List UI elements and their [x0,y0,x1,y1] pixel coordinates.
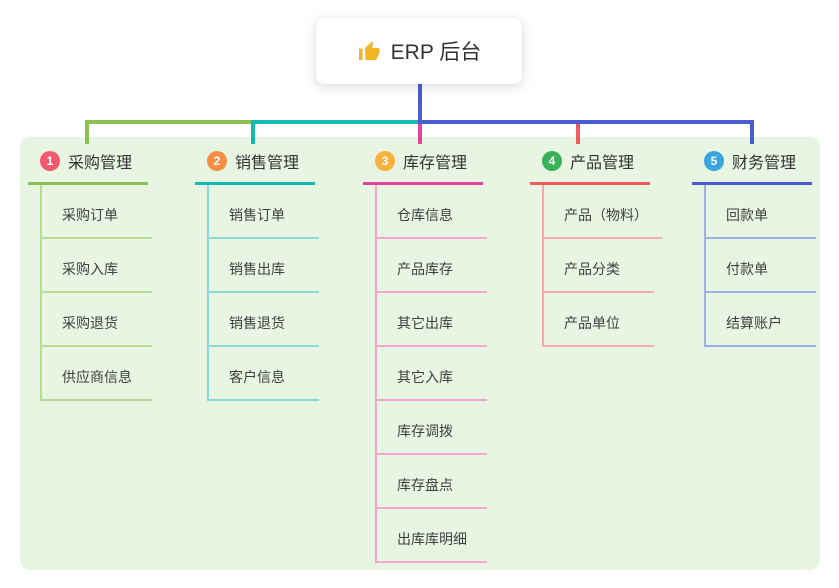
branch-header[interactable]: 1 采购管理 [28,137,148,185]
child-node-label: 供应商信息 [62,369,132,385]
connector-drop-branch-4 [576,120,580,144]
child-node-label: 产品分类 [564,261,620,277]
branch-header[interactable]: 5 财务管理 [692,137,812,185]
child-node-label: 销售订单 [229,207,285,223]
connector-spine-segment-3 [418,120,754,124]
child-node[interactable]: 采购退货 [42,293,152,347]
branch-label: 产品管理 [570,155,635,172]
child-node-label: 出库库明细 [397,531,467,547]
child-node-label: 采购退货 [62,315,118,331]
child-node[interactable]: 出库库明细 [377,509,487,563]
child-node-label: 客户信息 [229,369,285,385]
child-node[interactable]: 销售退货 [209,293,319,347]
child-node-label: 销售出库 [229,261,285,277]
child-node-label: 库存盘点 [397,477,453,493]
child-node[interactable]: 供应商信息 [42,347,152,401]
branch-children: 销售订单销售出库销售退货客户信息 [207,185,319,401]
child-node[interactable]: 结算账户 [706,293,816,347]
connector-root-vertical [418,84,422,122]
branch: 1 采购管理 采购订单采购入库采购退货供应商信息 [28,137,152,401]
child-node[interactable]: 其它出库 [377,293,487,347]
branch-number-badge: 1 [40,151,60,171]
child-node[interactable]: 产品库存 [377,239,487,293]
branch: 2 销售管理 销售订单销售出库销售退货客户信息 [195,137,319,401]
child-node-label: 库存调拨 [397,423,453,439]
branch-label: 库存管理 [403,155,468,172]
child-node-label: 结算账户 [726,315,782,331]
child-node-label: 销售退货 [229,315,285,331]
thumbs-up-icon [358,41,380,60]
child-node[interactable]: 仓库信息 [377,185,487,239]
branch-number-badge: 5 [704,151,724,171]
branch-children: 回款单付款单结算账户 [704,185,816,347]
branch: 4 产品管理 产品（物料） 产品分类产品单位 [530,137,662,347]
root-node[interactable]: ERP 后台 [316,18,522,84]
child-node-label: 产品（物料） [564,207,648,223]
child-node[interactable]: 产品分类 [544,239,654,293]
child-node-label: 采购入库 [62,261,118,277]
child-node[interactable]: 采购订单 [42,185,152,239]
child-node[interactable]: 付款单 [706,239,816,293]
connector-drop-branch-5 [750,120,754,144]
branch-number-badge: 2 [207,151,227,171]
branch-number-badge: 3 [375,151,395,171]
child-node-label: 其它出库 [397,315,453,331]
branch-children: 仓库信息产品库存其它出库其它入库库存调拨库存盘点出库库明细 [375,185,487,563]
branch-label: 销售管理 [235,155,300,172]
child-node-label: 付款单 [726,261,768,277]
branch-children: 采购订单采购入库采购退货供应商信息 [40,185,152,401]
child-node-label: 其它入库 [397,369,453,385]
child-node[interactable]: 采购入库 [42,239,152,293]
child-node[interactable]: 库存盘点 [377,455,487,509]
connector-drop-branch-2 [251,120,255,144]
child-node-label: 产品库存 [397,261,453,277]
child-node[interactable]: 其它入库 [377,347,487,401]
branch: 3 库存管理 仓库信息产品库存其它出库其它入库库存调拨库存盘点出库库明细 [363,137,487,563]
branch-header[interactable]: 2 销售管理 [195,137,315,185]
child-node-label: 产品单位 [564,315,620,331]
child-node[interactable]: 销售出库 [209,239,319,293]
connector-spine-segment-1 [85,120,255,124]
child-node[interactable]: 销售订单 [209,185,319,239]
child-node-label: 回款单 [726,207,768,223]
child-node-label: 采购订单 [62,207,118,223]
child-node[interactable]: 回款单 [706,185,816,239]
branch-header[interactable]: 3 库存管理 [363,137,483,185]
branch-number-badge: 4 [542,151,562,171]
child-node[interactable]: 客户信息 [209,347,319,401]
child-node-label: 仓库信息 [397,207,453,223]
child-node[interactable]: 产品单位 [544,293,654,347]
branch-children: 产品（物料） 产品分类产品单位 [542,185,662,347]
root-node-title: ERP 后台 [390,41,482,64]
child-node[interactable]: 产品（物料） [544,185,662,239]
branch-label: 采购管理 [68,155,133,172]
branches-panel: 1 采购管理 采购订单采购入库采购退货供应商信息 2 销售管理 销售订单销售出库… [20,137,820,570]
connector-spine-segment-2 [251,120,422,124]
connector-drop-branch-1 [85,120,89,144]
branch-label: 财务管理 [732,155,797,172]
branch: 5 财务管理 回款单付款单结算账户 [692,137,816,347]
connector-drop-branch-3 [418,120,422,144]
branch-header[interactable]: 4 产品管理 [530,137,650,185]
child-node[interactable]: 库存调拨 [377,401,487,455]
